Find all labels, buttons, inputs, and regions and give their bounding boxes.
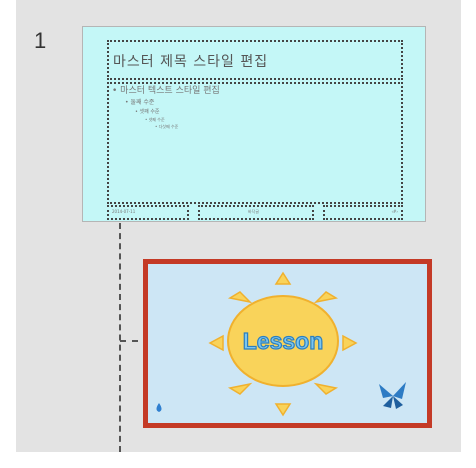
date-placeholder: 2014-07-11 [107, 205, 189, 220]
master-slide-thumbnail[interactable]: 마스터 제목 스타일 편집 • 마스터 텍스트 스타일 편집 • 둘째 수준 •… [82, 26, 426, 222]
body-placeholder: • 마스터 텍스트 스타일 편집 • 둘째 수준 • 셋째 수준 • 넷째 수준… [107, 82, 403, 204]
body-level-3: • 셋째 수준 [135, 109, 160, 115]
body-level-1: • 마스터 텍스트 스타일 편집 [112, 86, 220, 96]
date-placeholder-text: 2014-07-11 [112, 209, 136, 214]
slide-number-placeholder-text: ‹#› [391, 209, 398, 214]
layout-tree-connector-vertical [119, 223, 121, 452]
slide-number-placeholder: ‹#› [323, 205, 403, 220]
water-drop-icon [156, 403, 162, 412]
layout-slide-thumbnail[interactable]: Lesson [143, 259, 432, 428]
slide-number: 1 [34, 28, 47, 53]
lesson-word: Lesson [243, 328, 324, 354]
body-level-4: • 넷째 수준 [145, 117, 165, 122]
footer-placeholder: 바닥글 [198, 205, 314, 220]
layout-tree-connector-horizontal [120, 340, 138, 342]
footer-placeholder-text: 바닥글 [248, 209, 260, 214]
butterfly-icon [379, 382, 406, 409]
sun-icon [208, 271, 358, 417]
title-placeholder: 마스터 제목 스타일 편집 [107, 40, 403, 80]
body-level-5: • 다섯째 수준 [155, 124, 179, 129]
title-placeholder-text: 마스터 제목 스타일 편집 [113, 54, 269, 70]
layout-slide-artwork: Lesson [156, 271, 406, 417]
body-level-2: • 둘째 수준 [125, 99, 155, 106]
